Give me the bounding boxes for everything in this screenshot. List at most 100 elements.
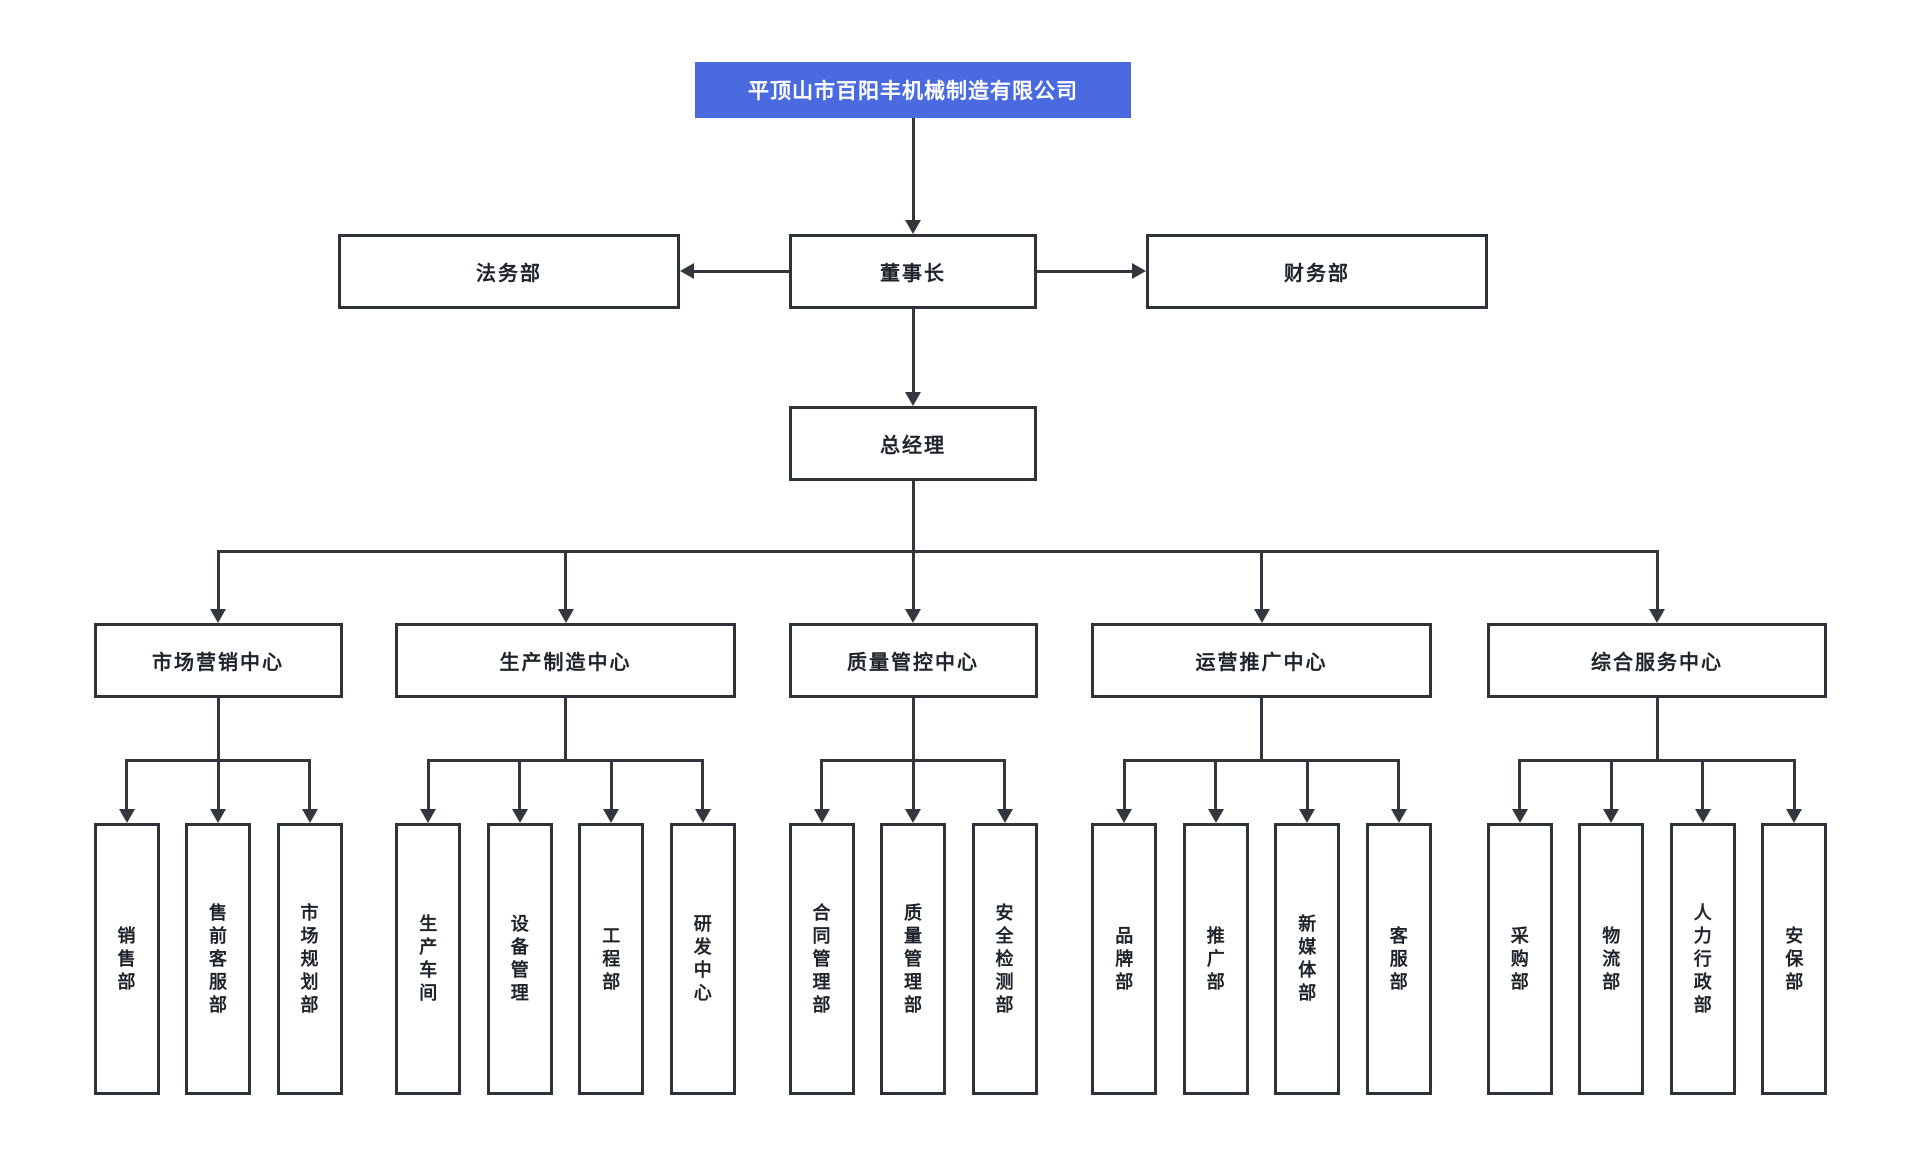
- arrow-down-icon: [118, 809, 135, 823]
- connector-line: [426, 759, 430, 810]
- department-box: 推广部: [1182, 823, 1249, 1095]
- department-label-char: 安: [995, 902, 1014, 923]
- department-box: 生产车间: [395, 823, 462, 1095]
- division-box: 市场营销中心: [93, 623, 343, 698]
- connector-line: [426, 759, 705, 762]
- connector-line: [1305, 759, 1309, 810]
- department-label-char: 部: [1206, 971, 1225, 992]
- chairman-box: 董事长: [789, 234, 1037, 309]
- department-box: 工程部: [578, 823, 645, 1095]
- connector-line: [694, 270, 789, 273]
- department-label-char: 力: [1693, 925, 1712, 946]
- department-box: 新媒体部: [1274, 823, 1341, 1095]
- department-label-char: 安: [1785, 925, 1804, 946]
- arrow-down-icon: [905, 220, 921, 234]
- connector-line: [1518, 759, 1522, 810]
- department-box: 品牌部: [1091, 823, 1158, 1095]
- connector-line: [911, 118, 915, 221]
- department-label-char: 推: [1206, 925, 1225, 946]
- department-label-char: 划: [300, 971, 319, 992]
- department-label-char: 部: [117, 971, 136, 992]
- connector-line: [1122, 759, 1401, 762]
- department-box: 售前客服部: [185, 823, 251, 1095]
- arrow-down-icon: [1390, 809, 1407, 823]
- department-label-char: 人: [1693, 902, 1712, 923]
- department-box: 客服部: [1365, 823, 1432, 1095]
- connector-line: [1260, 551, 1263, 610]
- general-manager-box: 总经理: [789, 406, 1037, 481]
- arrow-down-icon: [1253, 609, 1270, 623]
- connector-line: [1214, 759, 1218, 810]
- department-label-char: 车: [419, 960, 438, 980]
- legal-dept-box: 法务部: [338, 234, 680, 309]
- department-label-char: 部: [1693, 994, 1712, 1015]
- division-box: 质量管控中心: [788, 623, 1038, 698]
- general-manager-label: 总经理: [880, 435, 946, 457]
- arrow-left-icon: [680, 263, 694, 279]
- finance-dept-box: 财务部: [1146, 234, 1488, 309]
- arrow-down-icon: [905, 809, 921, 823]
- department-label-char: 部: [300, 994, 319, 1015]
- department-label-char: 市: [300, 902, 319, 923]
- connector-line: [1701, 759, 1705, 810]
- division-label: 综合服务中心: [1591, 652, 1723, 674]
- department-label-char: 保: [1785, 948, 1804, 969]
- department-label-char: 备: [510, 937, 529, 957]
- department-label-char: 政: [1693, 971, 1712, 992]
- department-label-char: 生: [419, 914, 438, 934]
- arrow-down-icon: [210, 609, 226, 623]
- department-label-char: 广: [1206, 948, 1225, 969]
- department-label-char: 部: [1115, 971, 1134, 992]
- department-box: 销售部: [93, 823, 160, 1095]
- department-label-char: 部: [812, 994, 831, 1015]
- department-label-char: 管: [812, 948, 831, 969]
- department-label-char: 间: [419, 983, 438, 1003]
- connector-line: [216, 698, 220, 762]
- department-label-char: 场: [300, 925, 319, 946]
- department-label-char: 部: [1298, 983, 1317, 1003]
- department-label-char: 部: [995, 994, 1014, 1015]
- arrow-down-icon: [905, 392, 921, 406]
- department-label-char: 媒: [1298, 937, 1317, 957]
- connector-line: [125, 759, 128, 810]
- arrow-down-icon: [1207, 809, 1224, 823]
- department-label-char: 前: [209, 925, 227, 946]
- department-label-char: 理: [812, 971, 831, 992]
- connector-line: [1655, 551, 1659, 610]
- connector-line: [820, 759, 823, 810]
- department-label-char: 销: [117, 925, 136, 946]
- connector-line: [1122, 759, 1126, 810]
- department-label-char: 检: [995, 948, 1014, 969]
- department-label-char: 流: [1602, 948, 1621, 969]
- department-label-char: 设: [510, 914, 529, 934]
- connector-line: [1518, 759, 1796, 762]
- legal-dept-label: 法务部: [476, 263, 542, 285]
- department-label-char: 服: [209, 971, 227, 992]
- department-label-char: 同: [812, 925, 831, 946]
- division-label: 质量管控中心: [847, 652, 979, 674]
- department-label-char: 客: [209, 948, 227, 969]
- department-box: 人力行政部: [1669, 823, 1736, 1095]
- department-label-char: 购: [1510, 948, 1529, 969]
- department-label-char: 品: [1115, 925, 1134, 946]
- division-box: 运营推广中心: [1091, 623, 1432, 698]
- department-label-char: 测: [995, 971, 1014, 992]
- department-label-char: 管: [904, 948, 922, 969]
- department-label-char: 工: [602, 925, 621, 946]
- division-box: 生产制造中心: [395, 623, 736, 698]
- arrow-down-icon: [1116, 809, 1133, 823]
- connector-line: [518, 759, 522, 810]
- arrow-down-icon: [1511, 809, 1528, 823]
- division-box: 综合服务中心: [1486, 623, 1828, 698]
- connector-line: [308, 759, 311, 810]
- department-label-char: 物: [1602, 925, 1621, 946]
- connector-line: [1260, 698, 1263, 762]
- company-name-label: 平顶山市百阳丰机械制造有限公司: [748, 80, 1078, 103]
- chairman-label: 董事长: [880, 263, 946, 285]
- arrow-down-icon: [603, 809, 620, 823]
- finance-dept-label: 财务部: [1284, 263, 1350, 285]
- connector-line: [1397, 759, 1401, 810]
- arrow-down-icon: [905, 609, 921, 623]
- arrow-down-icon: [1299, 809, 1316, 823]
- department-label-char: 心: [693, 983, 712, 1003]
